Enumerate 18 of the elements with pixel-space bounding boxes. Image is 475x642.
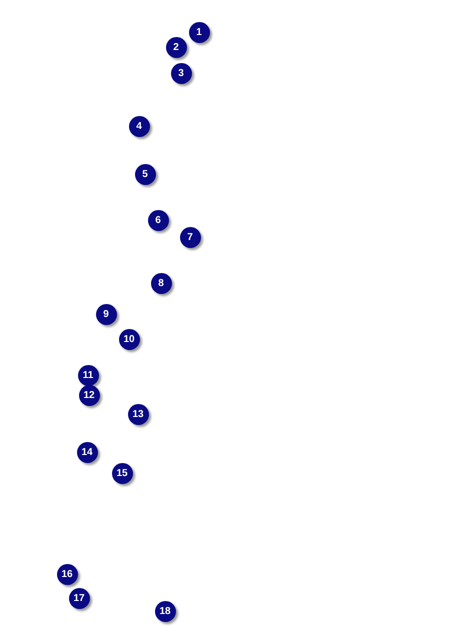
callout-number: 7 bbox=[180, 226, 200, 248]
callout-number: 11 bbox=[78, 364, 98, 386]
callout-number: 15 bbox=[112, 462, 132, 484]
callout-number: 3 bbox=[170, 62, 192, 84]
callout-number: 13 bbox=[128, 404, 148, 424]
callout-number: 17 bbox=[68, 588, 90, 608]
callout-number: 4 bbox=[128, 116, 150, 136]
callout-number: 10 bbox=[118, 328, 140, 350]
callout-number: 5 bbox=[134, 164, 156, 184]
callout-number: 1 bbox=[188, 22, 210, 42]
callout-number: 16 bbox=[56, 564, 78, 584]
callout-number: 14 bbox=[76, 442, 98, 462]
callout-number: 2 bbox=[166, 36, 186, 58]
callout-number: 6 bbox=[148, 210, 168, 230]
callout-number: 18 bbox=[154, 600, 176, 622]
callout-number: 9 bbox=[96, 304, 116, 324]
callout-number: 8 bbox=[150, 272, 172, 294]
callout-number: 12 bbox=[78, 384, 100, 406]
